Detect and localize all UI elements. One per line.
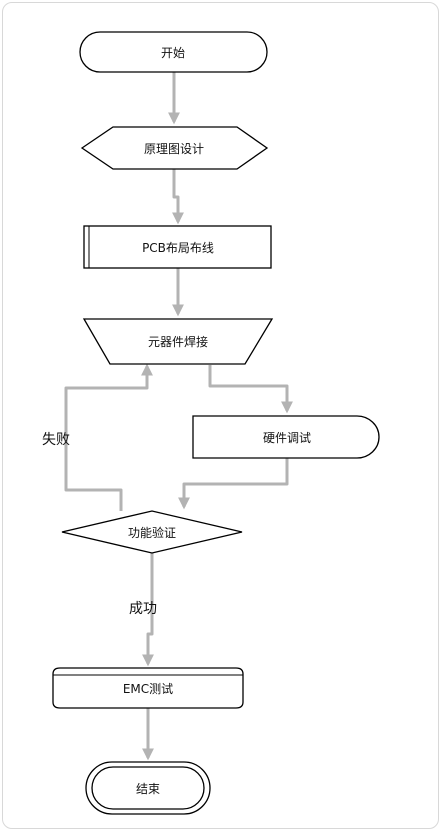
end-terminal-inner-shape [91, 766, 205, 810]
edge-hwdebug-to-verify [178, 458, 289, 510]
node-label-start: 开始 [161, 46, 185, 60]
node-emc: EMC测试 [52, 667, 244, 709]
emc-storage-shape [52, 667, 244, 709]
node-verify: 功能验证 [61, 510, 243, 554]
node-schematic: 原理图设计 [80, 126, 269, 170]
node-label-end: 结束 [136, 782, 160, 796]
edge-label-success: 成功 [129, 601, 157, 617]
node-pcb: PCB布局布线 [83, 225, 272, 269]
node-label-solder: 元器件焊接 [148, 334, 208, 349]
edge-verify-fail-to-solder [64, 363, 153, 511]
node-label-schematic: 原理图设计 [144, 142, 204, 156]
hwdebug-delay-shape [192, 415, 380, 459]
edges [64, 72, 293, 761]
edge-schematic-to-pcb [172, 167, 184, 225]
node-label-verify: 功能验证 [128, 525, 176, 540]
node-solder: 元器件焊接 [82, 318, 274, 365]
node-label-pcb: PCB布局布线 [142, 241, 214, 255]
edge-solder-to-hwdebug [208, 365, 293, 414]
schematic-preparation-shape [80, 126, 269, 170]
diagram-frame [2, 2, 439, 829]
node-start: 开始 [79, 31, 268, 73]
node-hwdebug: 硬件调试 [192, 415, 380, 459]
start-terminal-shape [79, 31, 268, 73]
node-label-hwdebug: 硬件调试 [263, 430, 311, 445]
edge-verify-success-to-emc [142, 553, 154, 667]
node-label-emc: EMC测试 [123, 681, 173, 696]
verify-decision-shape [61, 510, 243, 554]
node-end: 结束 [85, 761, 211, 815]
solder-manual-operation-shape [82, 318, 274, 365]
edge-label-fail: 失败 [42, 432, 70, 448]
pcb-process-shape [83, 225, 272, 269]
